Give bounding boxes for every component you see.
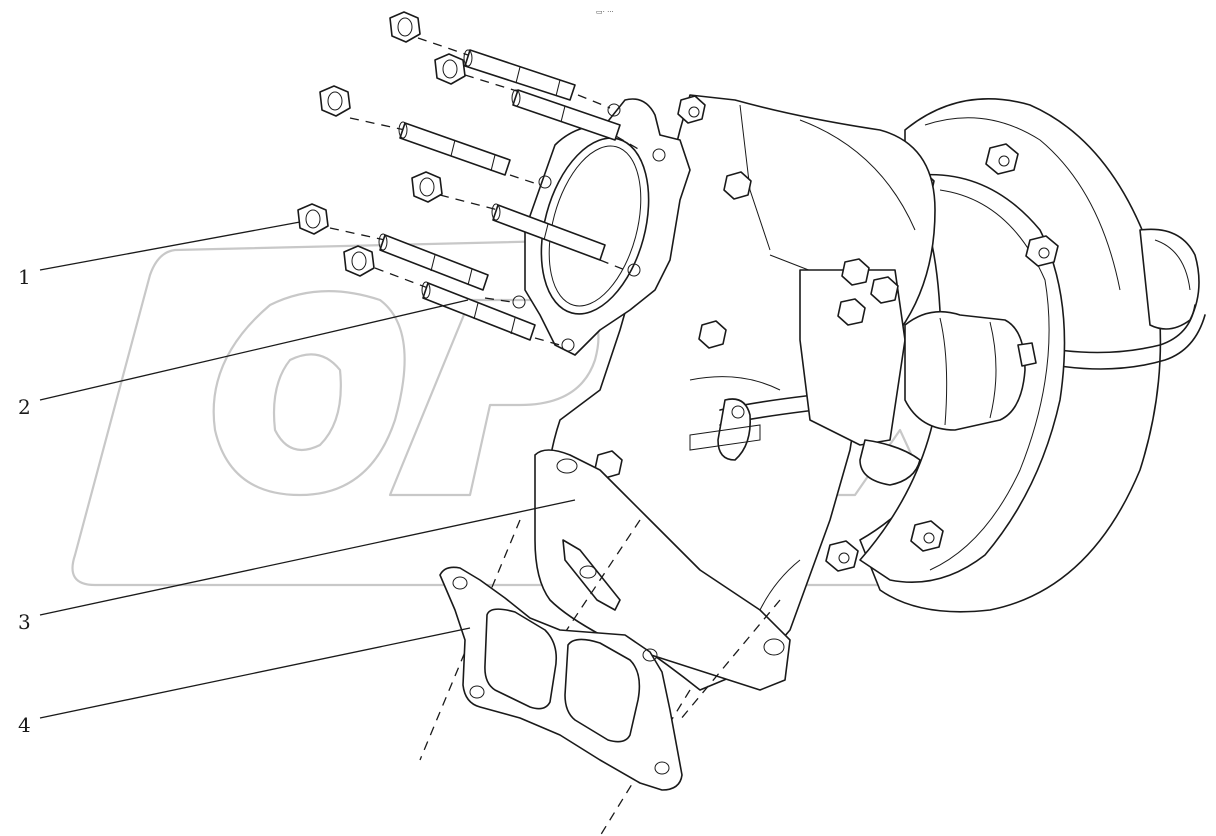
svg-text:4: 4 — [18, 713, 31, 737]
bracket-bolt-3 — [837, 298, 866, 326]
ring-bolt-3 — [910, 520, 944, 552]
ring-bolt-2 — [1025, 235, 1059, 267]
ring-bolt-4 — [825, 540, 859, 572]
stud-1 — [463, 49, 576, 101]
nut-3 — [319, 85, 351, 117]
callout-4: 4 — [18, 627, 471, 737]
nut-2 — [434, 53, 466, 85]
stud-5 — [378, 233, 489, 291]
bracket-bolt-1 — [841, 258, 870, 286]
bracket-bolt-2 — [870, 276, 899, 304]
housing-bolt-2 — [723, 171, 752, 200]
nut-5 — [297, 203, 329, 235]
housing-bolt-1 — [677, 95, 706, 124]
svg-text:2: 2 — [18, 395, 31, 419]
stud-3 — [398, 121, 511, 176]
nut-4 — [411, 171, 443, 203]
callout-3: 3 — [18, 499, 576, 634]
nut-6 — [343, 245, 375, 277]
turbocharger-body — [512, 94, 1206, 691]
callout-1: 1 — [18, 221, 301, 289]
svg-text:1: 1 — [18, 265, 31, 289]
gasket — [419, 519, 781, 836]
svg-text:3: 3 — [18, 610, 31, 634]
stud-4 — [491, 203, 606, 261]
stud-6 — [421, 281, 536, 341]
header-mark: ▭· ··· — [596, 8, 614, 16]
exploded-hardware — [297, 11, 641, 346]
nut-1 — [389, 11, 421, 43]
callout-2: 2 — [18, 299, 469, 419]
stud-2 — [511, 89, 621, 141]
housing-bolt-3 — [698, 320, 727, 349]
ring-bolt-1 — [985, 143, 1019, 175]
